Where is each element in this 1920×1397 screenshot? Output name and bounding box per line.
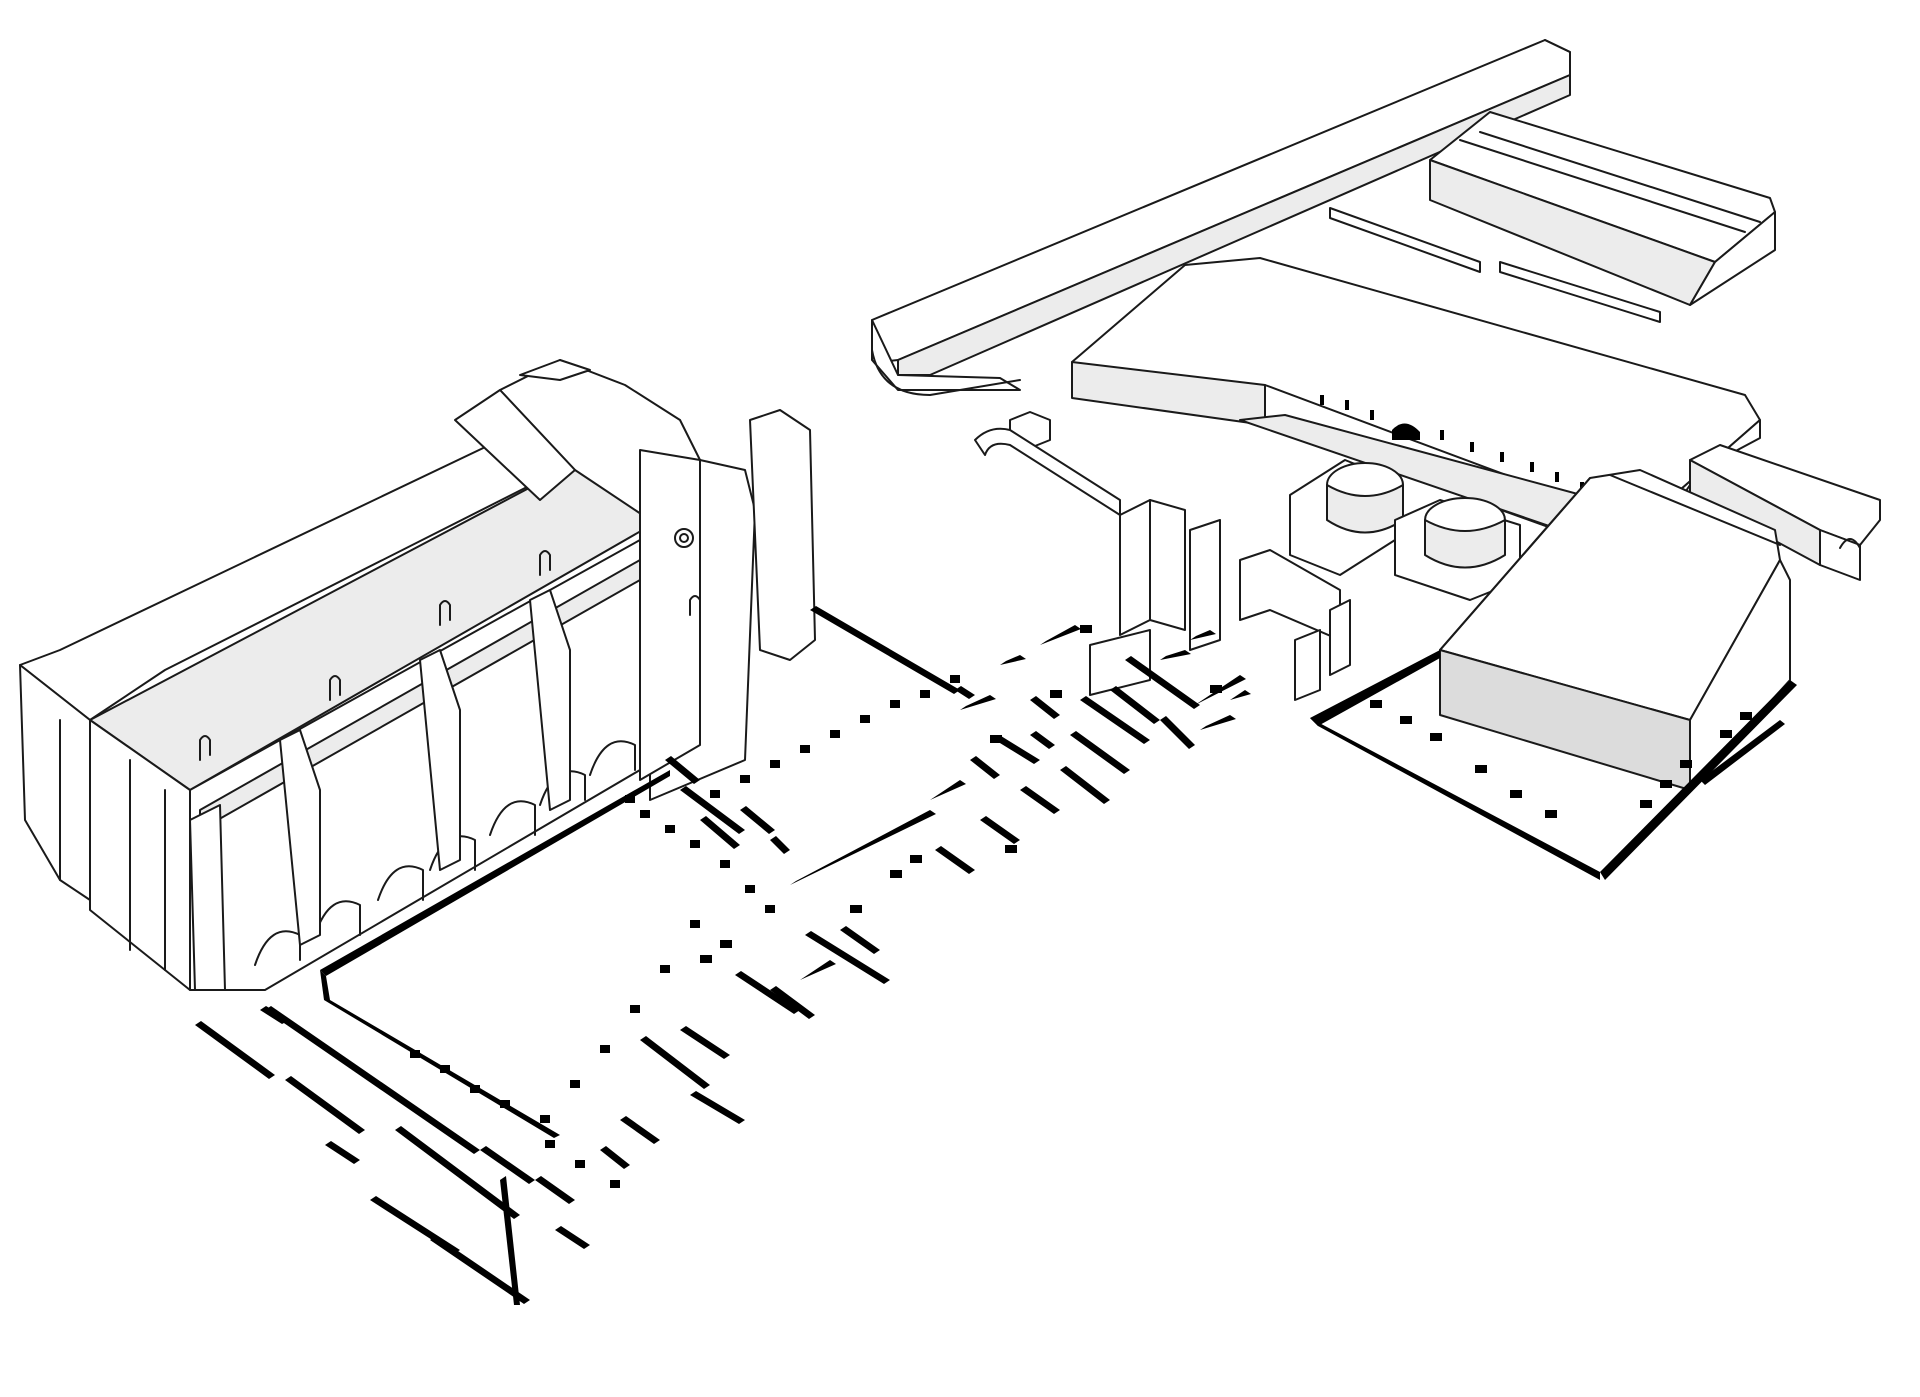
barn-building: [1429, 111, 1776, 306]
cistern-cylinders: [1289, 459, 1521, 601]
right-annex-building: [1689, 444, 1881, 581]
church: [19, 359, 816, 991]
roofed-hall: [1071, 257, 1761, 561]
enclosure-wall: [1329, 207, 1661, 323]
long-wing-building: [871, 39, 1571, 396]
ruined-building-walls: [974, 411, 1351, 701]
cloister: [195, 606, 1251, 1305]
front-hall-building: [1439, 469, 1791, 791]
right-foundation-walls: [1310, 650, 1797, 880]
